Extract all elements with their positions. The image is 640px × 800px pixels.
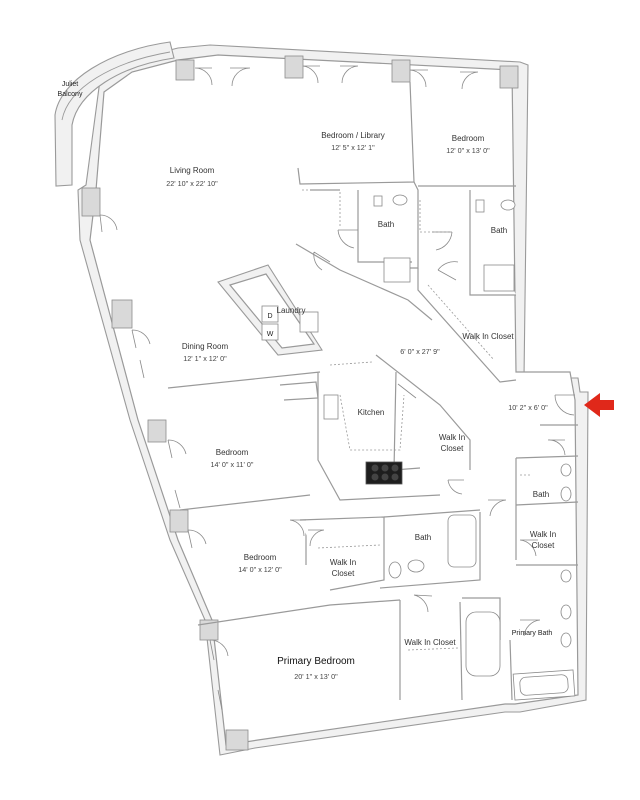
bath-1-name: Bath — [378, 220, 394, 229]
kitchen-name: Kitchen — [358, 408, 385, 417]
perimeter-doors — [99, 65, 479, 711]
walk-in-closet-kitchen-1: Walk In — [439, 433, 465, 442]
laundry-name: Laundry — [277, 306, 306, 315]
fixtures — [261, 194, 576, 701]
dining-room-name: Dining Room — [182, 342, 229, 351]
walk-in-closet-east-1: Walk In — [530, 530, 556, 539]
walk-in-closet-ne-name: Walk In Closet — [462, 332, 514, 341]
primary-bedroom-dims: 20' 1" x 13' 0" — [294, 672, 338, 681]
bedroom-library-dims: 12' 5" x 12' 1" — [331, 143, 375, 152]
walk-in-closet-bed3-2: Closet — [332, 569, 355, 578]
room-labels: Juliet Balcony Living Room 22' 10" x 22'… — [58, 81, 557, 681]
bedroom-3-dims: 14' 0" x 12' 0" — [238, 565, 282, 574]
bath-2-name: Bath — [491, 226, 507, 235]
walk-in-closet-kitchen-2: Closet — [441, 444, 464, 453]
juliet-balcony-label-2: Balcony — [58, 91, 83, 98]
dining-room-dims: 12' 1" x 12' 0" — [183, 354, 227, 363]
bedroom-ne-dims: 12' 0" x 13' 0" — [446, 146, 490, 155]
living-room-dims: 22' 10" x 22' 10" — [166, 179, 218, 188]
juliet-balcony — [54, 41, 175, 187]
walk-in-closet-bed3-1: Walk In — [330, 558, 356, 567]
bath-3-name: Bath — [533, 490, 549, 499]
living-room-name: Living Room — [170, 166, 215, 175]
entry-arrow-icon — [584, 393, 614, 417]
dryer-label: D — [267, 313, 272, 320]
bedroom-ne-name: Bedroom — [452, 134, 485, 143]
walk-in-closet-east-2: Closet — [532, 541, 555, 550]
juliet-balcony-label-1: Juliet — [62, 81, 78, 88]
window-piers — [81, 55, 519, 751]
primary-bedroom-name: Primary Bedroom — [277, 656, 355, 667]
hallway-dims: 6' 0" x 27' 9" — [400, 347, 440, 356]
primary-bath-name: Primary Bath — [512, 630, 553, 637]
interior-doors — [289, 229, 575, 637]
washer-label: W — [267, 331, 274, 338]
bedroom-3-name: Bedroom — [244, 553, 277, 562]
bath-4-name: Bath — [415, 533, 431, 542]
bedroom-2-dims: 14' 0" x 11' 0" — [211, 460, 254, 469]
bedroom-library-name: Bedroom / Library — [321, 131, 385, 140]
bedroom-2-name: Bedroom — [216, 448, 249, 457]
interior-walls — [167, 81, 579, 701]
foyer-dims: 10' 2" x 6' 0" — [508, 403, 548, 412]
walk-in-closet-primary-name: Walk In Closet — [404, 638, 456, 647]
